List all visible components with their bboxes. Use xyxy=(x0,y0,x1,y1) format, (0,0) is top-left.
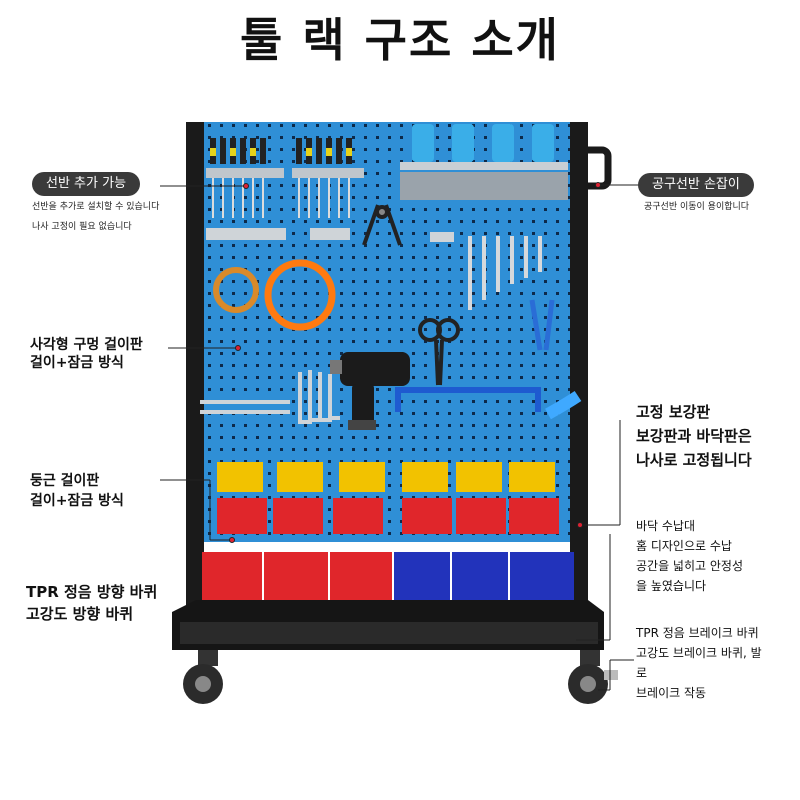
pliers-blue xyxy=(529,299,555,351)
shelf-label-title: 선반 추가 가능 xyxy=(46,176,127,191)
scissors xyxy=(418,318,460,386)
spray-bottle-shelf xyxy=(400,124,568,200)
shelf-label-pill: 선반 추가 가능 xyxy=(32,172,141,196)
hex-key-set xyxy=(200,370,340,424)
hacksaw xyxy=(395,387,582,420)
handle-label-pill: 공구선반 손잡이 xyxy=(638,173,754,197)
bottom-tray-line-1: 바닥 수납대 xyxy=(636,519,696,533)
page-title: 툴 랙 구조 소개 xyxy=(240,13,560,67)
square-hole-line-1: 사각형 구멍 걸이판 xyxy=(30,337,143,353)
leader-lines xyxy=(160,182,640,691)
fix-plate-line-1: 고정 보강판 xyxy=(636,403,711,421)
bottom-tray-line-2: 홈 디자인으로 수납 xyxy=(636,539,732,553)
cable-spools xyxy=(213,259,336,331)
right-caster xyxy=(568,650,618,704)
round-hole-line-1: 둥근 걸이판 xyxy=(30,473,100,489)
brake-caster-line-1: TPR 정음 브레이크 바퀴 xyxy=(636,626,759,640)
handle-desc-1: 공구선반 이동이 용이합니다 xyxy=(644,202,750,212)
handle-label-title: 공구선반 손잡이 xyxy=(652,177,740,192)
tpr-caster-line-1: TPR 정음 방향 바퀴 xyxy=(26,583,158,601)
pliers xyxy=(362,204,402,246)
right-frame-post xyxy=(570,122,588,642)
bottom-tray-line-4: 을 높였습니다 xyxy=(636,579,707,593)
screwdriver-rack xyxy=(206,138,364,218)
bottom-tray-line-3: 공간을 넓히고 안정성 xyxy=(636,559,743,573)
tpr-caster-line-2: 고강도 방향 바퀴 xyxy=(26,605,134,623)
wrench-set xyxy=(468,236,542,310)
handle-icon xyxy=(588,146,612,190)
square-hole-line-2: 걸이+잠금 방식 xyxy=(30,355,124,371)
upper-bins xyxy=(217,462,559,534)
bottom-tray xyxy=(172,600,604,650)
brake-caster-line-3: 로 xyxy=(636,666,648,680)
fix-plate-line-3: 나사로 고정됩니다 xyxy=(636,451,752,469)
lower-bins xyxy=(202,552,574,612)
brake-caster-line-4: 브레이크 작동 xyxy=(636,686,707,700)
power-drill xyxy=(330,352,410,430)
brake-caster-line-2: 고강도 브레이크 바퀴, 발 xyxy=(636,646,762,660)
left-caster xyxy=(183,650,223,704)
hook-row xyxy=(206,228,454,242)
fix-plate-line-2: 보강판과 바닥판은 xyxy=(636,427,752,445)
shelf-desc-2: 나사 고정이 필요 없습니다 xyxy=(32,222,132,232)
round-hole-line-2: 걸이+잠금 방식 xyxy=(30,493,124,509)
left-frame-post xyxy=(186,122,204,642)
shelf-desc-1: 선반을 추가로 설치할 수 있습니다 xyxy=(32,202,160,212)
